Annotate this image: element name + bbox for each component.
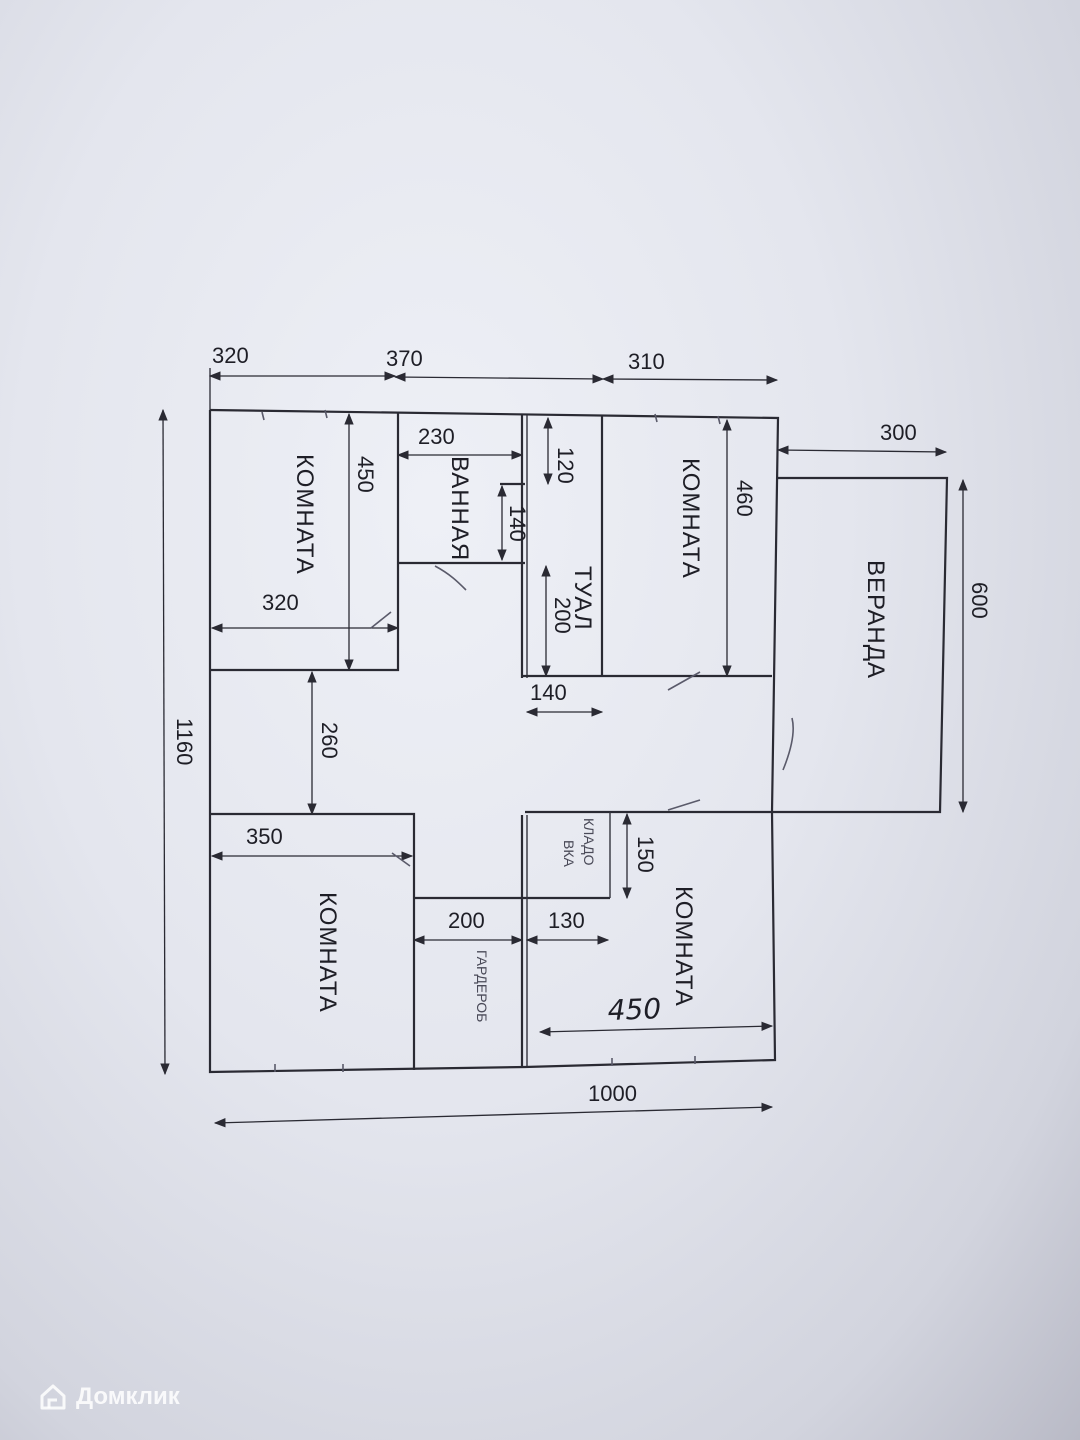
hallway-width: 260	[317, 722, 342, 759]
wardrobe-width: 200	[448, 908, 485, 933]
outer-walls	[208, 408, 949, 1074]
dim-top-1: 320	[212, 343, 249, 368]
dim-total-width: 1000	[588, 1081, 637, 1106]
room-top-left-width: 320	[262, 590, 299, 615]
watermark-text: Домклик	[76, 1383, 180, 1410]
bathroom-width: 230	[418, 424, 455, 449]
dim-top-3: 310	[628, 349, 665, 374]
wardrobe-label: ГАРДЕРОБ	[474, 950, 490, 1022]
room-top-left-depth: 450	[353, 456, 378, 493]
pantry-depth: 150	[633, 836, 658, 873]
toilet-label: ТУАЛ	[569, 566, 596, 631]
bathroom-label: ВАННАЯ	[446, 456, 473, 561]
room-bottom-right-width: 450	[607, 992, 662, 1027]
pantry-label-line1: КЛАДО	[581, 818, 597, 866]
room-top-left-label: КОМНАТА	[291, 454, 318, 575]
house-logo-icon	[40, 1384, 66, 1410]
dimension-lines	[158, 368, 968, 1128]
rotated-labels: КОМНАТА 450 320 ВАННАЯ 230 140 120 ТУАЛ …	[172, 424, 992, 1027]
room-bottom-left-width: 350	[246, 824, 283, 849]
watermark: Домклик	[38, 1380, 180, 1414]
room-top-right-depth: 460	[732, 480, 757, 517]
bathroom-depth: 140	[505, 505, 530, 542]
total-height: 1160	[172, 718, 197, 765]
pantry-label-line2: ВКА	[561, 840, 577, 867]
pencil-marks	[261, 409, 794, 1072]
dim-top-2: 370	[386, 346, 423, 371]
toilet-length: 200	[550, 597, 575, 634]
room-top-right-label: КОМНАТА	[677, 458, 704, 579]
toilet-width: 140	[530, 680, 567, 705]
dim-veranda-width: 300	[880, 420, 917, 445]
bathroom-strip: 120	[553, 447, 578, 484]
room-bottom-right-label: КОМНАТА	[670, 886, 697, 1007]
veranda-height: 600	[967, 582, 992, 619]
pantry-width: 130	[548, 908, 585, 933]
veranda-label: ВЕРАНДА	[862, 560, 889, 679]
room-bottom-left-label: КОМНАТА	[314, 892, 341, 1013]
